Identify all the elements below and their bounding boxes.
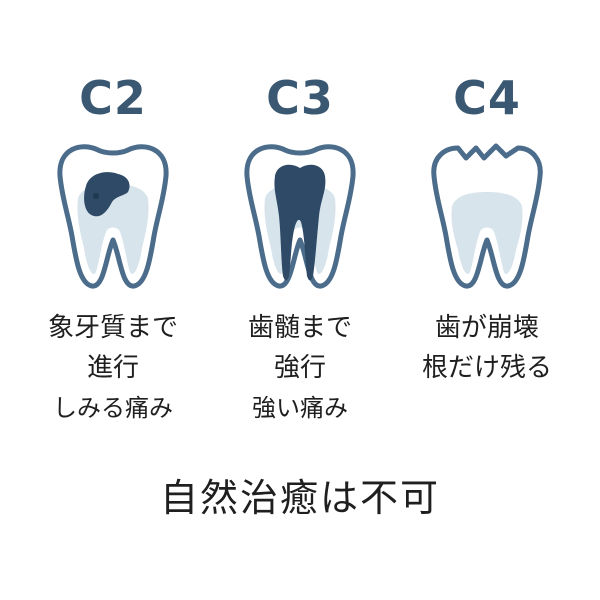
- tooth-pulp-caries-icon: [235, 136, 365, 296]
- desc-line: 歯が崩壊: [434, 313, 539, 343]
- stage-c3: C3 歯髄まで 強行 強い痛み: [205, 60, 395, 440]
- desc-line: 根だけ残る: [421, 353, 552, 383]
- desc-line: 進行: [86, 353, 139, 383]
- stage-label-c4: C4: [453, 71, 521, 125]
- stage-description-c4: 歯が崩壊 根だけ残る: [392, 308, 582, 388]
- stage-description-c2: 象牙質まで 進行 しみる痛み: [18, 308, 208, 428]
- stage-c2: C2 象牙質まで 進行 しみる痛み: [18, 60, 208, 440]
- desc-line: 象牙質まで: [47, 313, 178, 343]
- desc-line: しみる痛み: [53, 394, 173, 422]
- desc-line: 歯髄まで: [247, 313, 352, 343]
- stage-c4: C4 歯が崩壊 根だけ残る: [392, 60, 582, 440]
- stage-description-c3: 歯髄まで 強行 強い痛み: [205, 308, 395, 428]
- desc-line: 強行: [273, 353, 326, 383]
- stage-label-c2: C2: [79, 71, 147, 125]
- conclusion-text: 自然治癒は不可: [159, 476, 440, 520]
- stage-label-c3: C3: [266, 71, 334, 125]
- tooth-dentin-caries-icon: [48, 136, 178, 296]
- tooth-crown-collapse-icon: [422, 136, 552, 296]
- desc-line: 強い痛み: [252, 394, 348, 422]
